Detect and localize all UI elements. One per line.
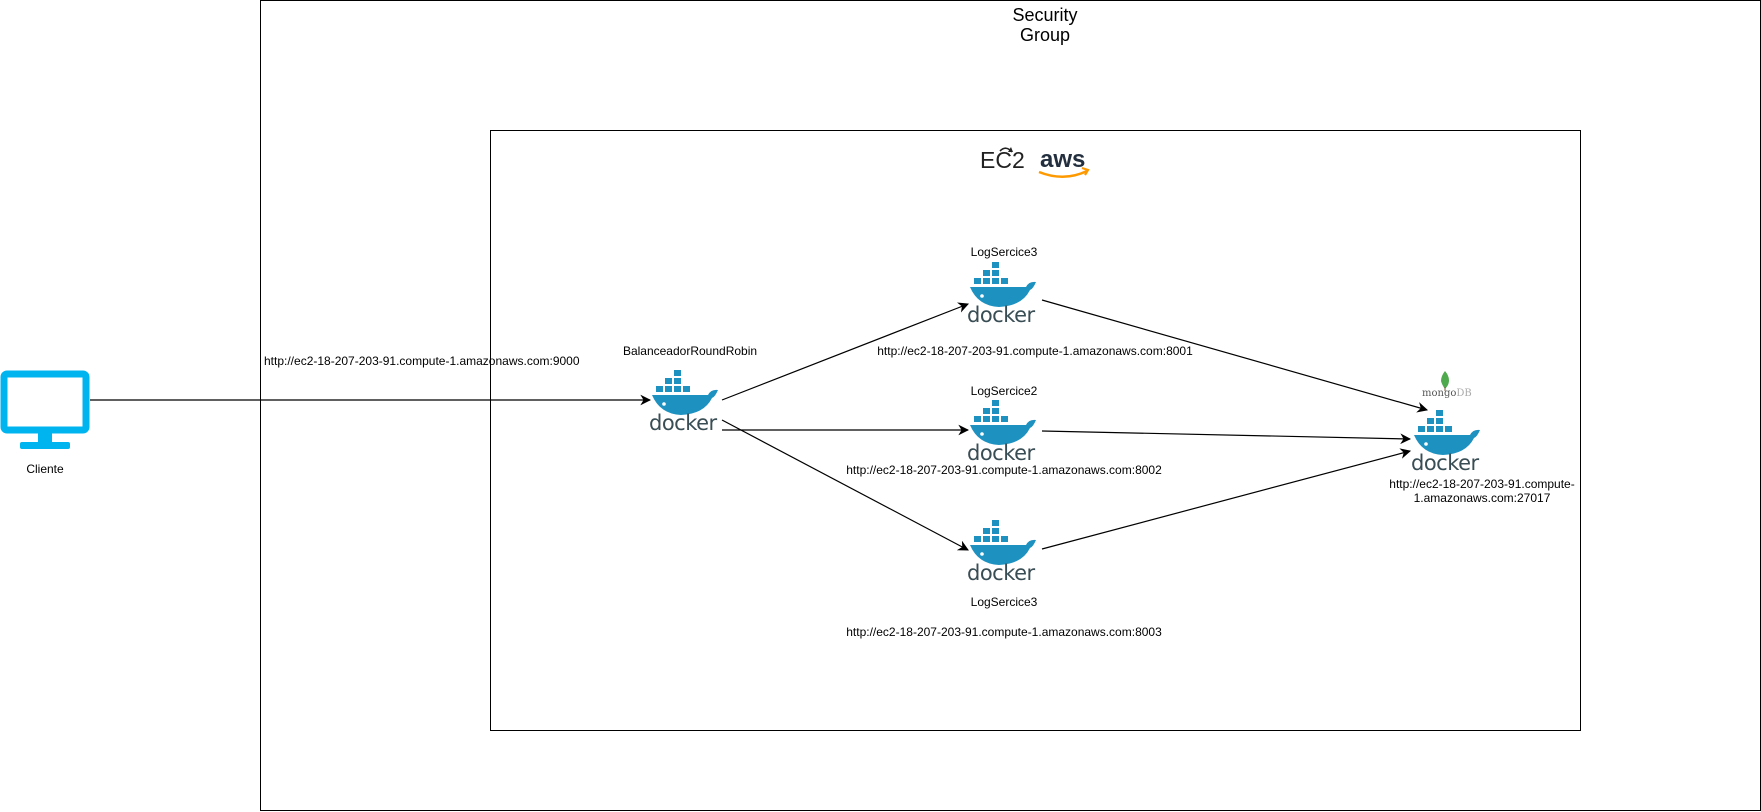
ec2-aws-logo: EC2 aws	[978, 142, 1093, 184]
database-docker-node[interactable]: docker	[1410, 408, 1488, 475]
edge-service3-db	[1041, 448, 1412, 550]
security-group-title-line1: Security	[1012, 5, 1078, 25]
mongodb-wordmark-a: mongo	[1422, 388, 1457, 399]
docker-wordmark: docker	[967, 303, 1036, 324]
docker-wordmark: docker	[967, 561, 1036, 582]
service2-docker-node[interactable]: docker	[966, 398, 1044, 465]
client-label: Cliente	[26, 462, 64, 476]
docker-logo-icon: docker	[967, 400, 1036, 465]
service1-docker-node[interactable]: docker	[966, 260, 1044, 327]
ec2-logo-svg: EC2 aws	[980, 146, 1090, 178]
mongodb-leaf-icon	[1441, 371, 1449, 391]
docker-logo-icon: docker	[967, 262, 1036, 327]
docker-logo-icon: docker	[649, 370, 718, 435]
monitor-icon	[0, 370, 90, 449]
service1-url: http://ec2-18-207-203-91.compute-1.amazo…	[877, 344, 1193, 358]
balancer-docker-node[interactable]: docker	[648, 368, 726, 435]
edge-service1-db	[1041, 299, 1429, 413]
service3-url: http://ec2-18-207-203-91.compute-1.amazo…	[846, 625, 1162, 639]
service2-name: LogSercice2	[970, 384, 1038, 398]
edge-balancer-service1	[721, 302, 970, 401]
database-url-line1: http://ec2-18-207-203-91.compute-	[1389, 477, 1575, 491]
mongodb-logo	[1418, 370, 1474, 400]
mongodb-wordmark-b: DB	[1456, 388, 1472, 399]
ec2-label: EC2	[980, 147, 1025, 173]
service3-docker-node[interactable]: docker	[966, 518, 1044, 585]
service3-name: LogSercice3	[970, 595, 1038, 609]
aws-smile-arrow-icon	[1081, 166, 1090, 176]
docker-wordmark: docker	[1411, 451, 1480, 472]
docker-wordmark: docker	[649, 411, 718, 432]
edge-balancer-service3	[721, 419, 969, 551]
client-node[interactable]	[0, 370, 90, 452]
ec2-boundary	[490, 130, 1581, 731]
service1-name: LogSercice3	[970, 245, 1038, 259]
security-group-title-line2: Group	[1019, 25, 1071, 45]
ec2-arrow-icon	[1008, 147, 1013, 152]
edge-service2-db	[1041, 430, 1412, 445]
docker-wordmark: docker	[967, 441, 1036, 462]
aws-smile-icon	[1038, 169, 1088, 178]
database-url: http://ec2-18-207-203-91.compute- 1.amaz…	[1389, 477, 1574, 505]
client-url-label: http://ec2-18-207-203-91.compute-1.amazo…	[264, 354, 580, 368]
security-group-title: Security Group	[1000, 5, 1090, 45]
docker-logo-icon: docker	[967, 520, 1036, 585]
aws-wordmark: aws	[1040, 146, 1085, 173]
docker-logo-icon: docker	[1411, 410, 1480, 475]
balancer-name: BalanceadorRoundRobin	[622, 344, 758, 358]
mongodb-wordmark: mongoDB	[1422, 388, 1472, 400]
database-url-line2: 1.amazonaws.com:27017	[1413, 491, 1551, 505]
service2-url: http://ec2-18-207-203-91.compute-1.amazo…	[846, 463, 1162, 477]
